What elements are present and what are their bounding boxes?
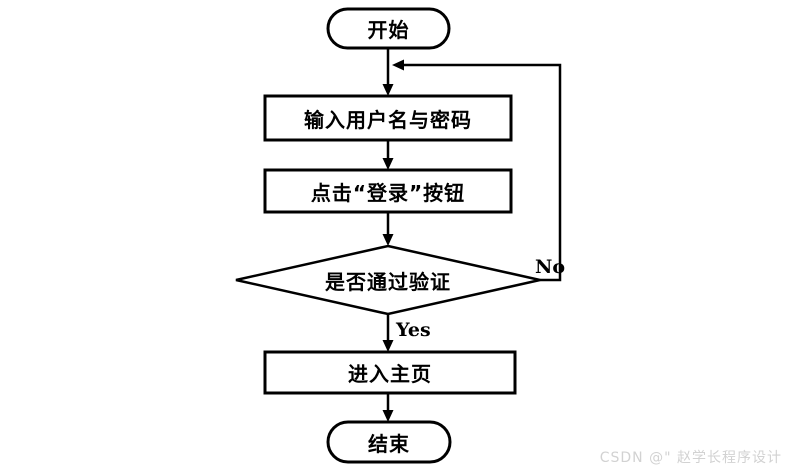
arrowhead-into-end: [382, 410, 394, 422]
start-terminator-shape: [326, 7, 451, 50]
csdn-watermark-text: CSDN @" 赵学长程序设计: [599, 450, 782, 466]
arrowhead-into-decision: [382, 234, 394, 246]
click-login-box: [263, 168, 513, 214]
no-loop-connector-line: [400, 63, 562, 282]
arrowhead-into-input: [382, 84, 394, 96]
input-credentials-box: [263, 94, 513, 142]
arrowhead-into-click: [382, 158, 394, 170]
arrowhead-no-loop: [392, 59, 404, 71]
decision-diamond-shape: [235, 244, 541, 316]
enter-home-box: [263, 350, 517, 395]
arrowhead-into-home: [382, 340, 394, 352]
end-terminator-shape: [326, 420, 452, 464]
